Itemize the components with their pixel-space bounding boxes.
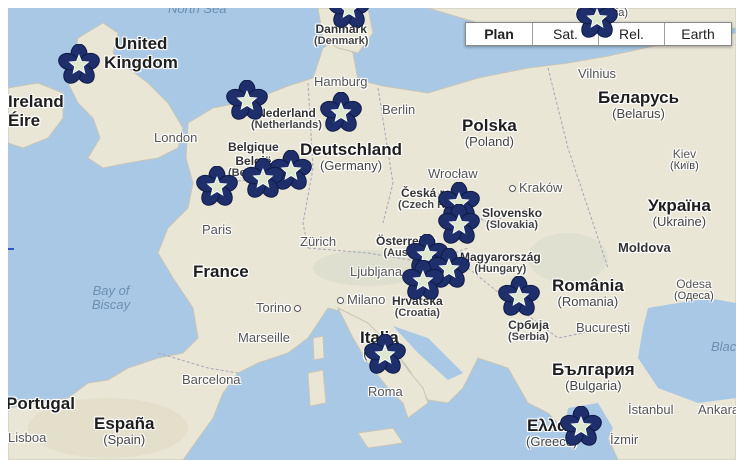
terrain-alps [313, 250, 423, 286]
blue-flower-icon[interactable] [196, 165, 238, 208]
city-label-kiev: Kiev(Київ) [670, 147, 699, 172]
city-label-ankara: Ankara [698, 402, 736, 417]
country-label-portugal: Portugal [8, 394, 75, 413]
city-label-roma: Roma [368, 384, 403, 399]
land-sicily [357, 427, 404, 449]
selection-edge-line [8, 248, 14, 250]
city-dot-icon [509, 184, 516, 192]
terrain-carpathians [528, 233, 608, 283]
country-label-magyarorszag: Magyarország(Hungary) [460, 250, 541, 275]
water-black-sea [638, 298, 736, 403]
city-label-ljubljana: Ljubljana [350, 264, 403, 279]
blue-flower-icon[interactable] [560, 405, 602, 448]
city-label-istanbul: İstanbul [628, 402, 674, 417]
city-dot-icon [294, 304, 302, 312]
terrain-iberia [28, 398, 188, 458]
map-type-plan-button[interactable]: Plan [466, 23, 532, 45]
blue-flower-icon[interactable] [498, 275, 540, 318]
city-label-vilnius: Vilnius [578, 66, 617, 81]
blue-flower-icon[interactable] [364, 333, 406, 376]
country-label-france: France [193, 262, 249, 281]
country-label-srbija: Србија(Serbia) [508, 318, 549, 343]
city-label-bucuresti: București [576, 320, 631, 335]
country-label-bulgaria: България(Bulgaria) [552, 360, 635, 393]
city-label-izmir: İzmir [610, 432, 639, 447]
land-mainland [8, 32, 736, 460]
country-label-polska: Polska(Poland) [462, 116, 517, 149]
city-label-lisboa: Lisboa [8, 430, 47, 445]
country-label-slovensko: Slovensko(Slovakia) [482, 206, 543, 231]
map-view[interactable]: Plan Sat. Rel. Earth North Sea Bay of Bi… [8, 8, 736, 460]
city-label-torino: Torino [256, 300, 304, 315]
map-basemap [8, 8, 736, 460]
city-label-milano: Milano [334, 292, 385, 307]
country-label-deutschland: Deutschland(Germany) [300, 140, 403, 173]
sea-label-black-sea: Blac [711, 339, 736, 354]
country-label-ukraina: Україна(Ukraine) [648, 196, 711, 229]
blue-flower-icon[interactable] [402, 259, 444, 302]
blue-flower-icon[interactable] [328, 8, 370, 30]
city-label-zurich: Zürich [300, 234, 337, 249]
blue-flower-icon[interactable] [58, 43, 100, 86]
blue-flower-icon[interactable] [226, 79, 268, 122]
sea-label-bay-of-biscay: Bay of Biscay [91, 283, 131, 312]
city-label-paris: Paris [202, 222, 232, 237]
blue-flower-icon[interactable] [242, 157, 284, 200]
land-corsica [312, 335, 325, 361]
sea-label-north-sea: North Sea [168, 8, 227, 16]
city-label-marseille: Marseille [238, 330, 291, 345]
city-label-barcelona: Barcelona [182, 372, 241, 387]
city-dot-icon [337, 296, 344, 304]
city-label-odesa: Odesa(Одеса) [674, 277, 714, 302]
country-label-belarus: Беларусь(Belarus) [598, 88, 680, 121]
city-label-wroclaw: Wrocław [428, 166, 478, 181]
blue-flower-icon[interactable] [320, 91, 362, 134]
country-label-nederland: Nederland(Netherlands) [251, 106, 322, 131]
water-adriatic [393, 326, 463, 380]
blue-flower-icon[interactable] [576, 8, 618, 40]
land-sardinia [307, 369, 327, 407]
blue-flower-icon[interactable] [438, 203, 480, 246]
city-label-hamburg: Hamburg [314, 74, 368, 89]
city-label-krakow: Kraków [506, 180, 562, 195]
country-label-uk: United Kingdom [104, 34, 178, 72]
map-type-earth-button[interactable]: Earth [664, 23, 731, 45]
city-label-london: London [154, 130, 198, 145]
land-ireland [8, 82, 64, 149]
country-label-espana: España(Spain) [94, 414, 155, 447]
city-label-berlin: Berlin [382, 102, 416, 117]
country-label-moldova: Moldova [618, 240, 671, 255]
country-label-romania: România(Romania) [552, 276, 624, 309]
